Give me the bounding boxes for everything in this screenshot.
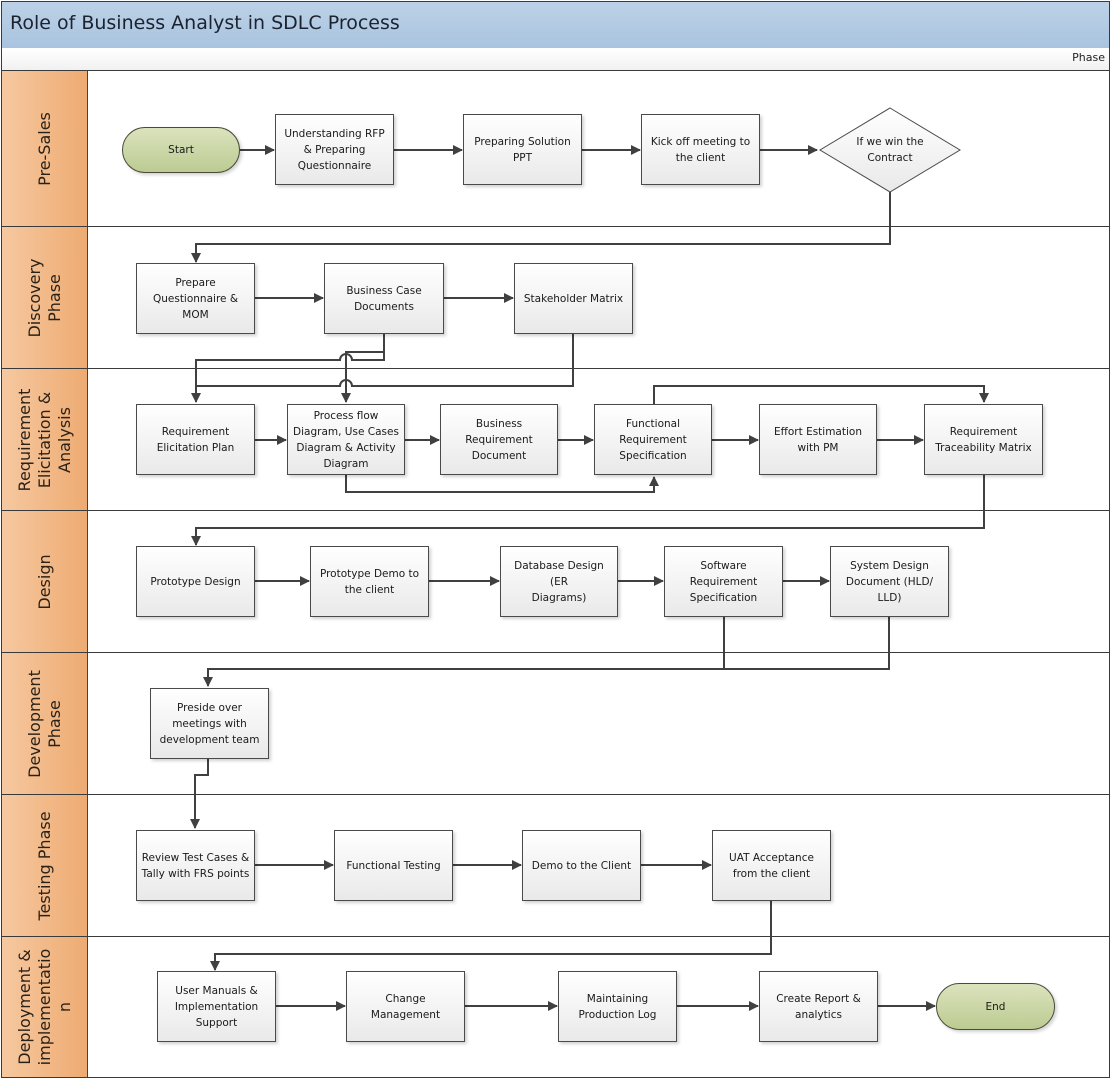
diagram-title: Role of Business Analyst in SDLC Process	[10, 12, 400, 34]
node-process-flow: Process flow Diagram, Use Cases Diagram …	[287, 404, 405, 475]
connector	[341, 334, 385, 403]
node-kickoff-meeting: Kick off meeting to the client	[641, 114, 760, 185]
connector	[210, 900, 772, 971]
connector	[653, 385, 989, 404]
connector	[191, 475, 985, 546]
phase-header-bar: Phase	[1, 48, 1110, 71]
connector	[345, 475, 659, 493]
node-preside-meetings: Preside over meetings with development t…	[150, 688, 269, 759]
node-business-case: Business Case Documents	[324, 263, 444, 334]
node-demo-client: Demo to the Client	[522, 830, 641, 901]
node-change-management: Change Management	[346, 971, 465, 1042]
node-rtm: Requirement Traceability Matrix	[924, 404, 1043, 475]
connector	[203, 616, 725, 687]
node-srs: Software Requirement Specification	[664, 546, 783, 617]
diagram-title-bar: Role of Business Analyst in SDLC Process	[1, 1, 1110, 49]
node-create-report: Create Report & analytics	[759, 971, 878, 1042]
node-effort-estimation: Effort Estimation with PM	[759, 404, 877, 475]
node-db-design: Database Design (ER Diagrams)	[500, 546, 618, 617]
start-terminal: Start	[122, 127, 240, 173]
node-prototype-demo: Prototype Demo to the client	[310, 546, 429, 617]
node-prototype-design: Prototype Design	[136, 546, 255, 617]
node-brd: Business Requirement Document	[440, 404, 558, 475]
end-terminal: End	[936, 983, 1055, 1030]
connector	[191, 334, 385, 403]
lane-header: Discovery Phase	[2, 227, 88, 368]
node-system-design: System Design Document (HLD/ LLD)	[830, 546, 949, 617]
node-review-test-cases: Review Test Cases & Tally with FRS point…	[136, 830, 255, 901]
node-frs: Functional Requirement Specification	[594, 404, 712, 475]
connector	[724, 616, 890, 670]
node-functional-testing: Functional Testing	[334, 830, 453, 901]
lane-header: Testing Phase	[2, 795, 88, 936]
lane-header: Deployment & implementatio n	[2, 937, 88, 1077]
node-understanding-rfp: Understanding RFP & Preparing Questionna…	[275, 114, 394, 185]
phase-header-label: Phase	[1072, 51, 1105, 64]
node-elicitation-plan: Requirement Elicitation Plan	[136, 404, 255, 475]
lane-header: Development Phase	[2, 653, 88, 794]
connector	[196, 334, 574, 387]
node-solution-ppt: Preparing Solution PPT	[463, 114, 582, 185]
connector	[191, 192, 891, 263]
node-production-log: Maintaining Production Log	[558, 971, 677, 1042]
node-uat-acceptance: UAT Acceptance from the client	[712, 830, 831, 901]
node-stakeholder-matrix: Stakeholder Matrix	[514, 263, 633, 334]
lane-header: Design	[2, 511, 88, 652]
lane-header: Requirement Elicitation & Analysis	[2, 369, 88, 510]
node-user-manuals: User Manuals & Implementation Support	[157, 971, 276, 1042]
lane-header: Pre-Sales	[2, 71, 88, 226]
decision-win-contract: If we win the Contract	[856, 136, 924, 164]
connector	[190, 758, 209, 829]
node-questionnaire-mom: Prepare Questionnaire & MOM	[136, 263, 255, 334]
